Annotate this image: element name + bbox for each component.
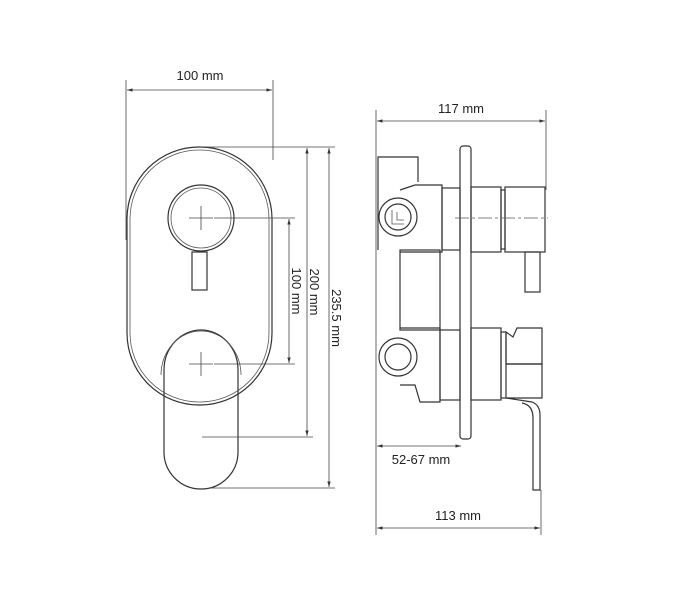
diverter-knob-side [504,186,546,253]
upper-inlet-port [378,197,418,237]
upper-valve-body [399,184,443,253]
side-view: 117 mm 52-67 mm 113 mm [375,101,548,535]
cover-plate [126,146,273,406]
knob-stem-side [524,251,541,293]
diverter-body [470,186,502,253]
width-label: 100 mm [177,68,224,83]
lower-inlet-port [378,337,418,377]
wall-plate [459,145,472,440]
bottom-depth-label: 113 mm [435,508,481,523]
mixer-body-side [470,327,502,401]
wall-depth-label: 52-67 mm [392,452,451,467]
plate-height-label: 200 mm [307,269,322,316]
lower-valve-body [400,327,441,403]
center-distance-label: 100 mm [289,268,304,315]
knob-stem [191,251,208,291]
center-mark-lower [189,352,213,376]
mixer-lever-side [505,327,543,365]
center-mark-upper [189,206,213,230]
front-view: 100 mm 100 mm 200 mm 235.5 mm [125,68,344,490]
total-height-label: 235.5 mm [329,289,344,347]
top-depth-label: 117 mm [438,101,484,116]
